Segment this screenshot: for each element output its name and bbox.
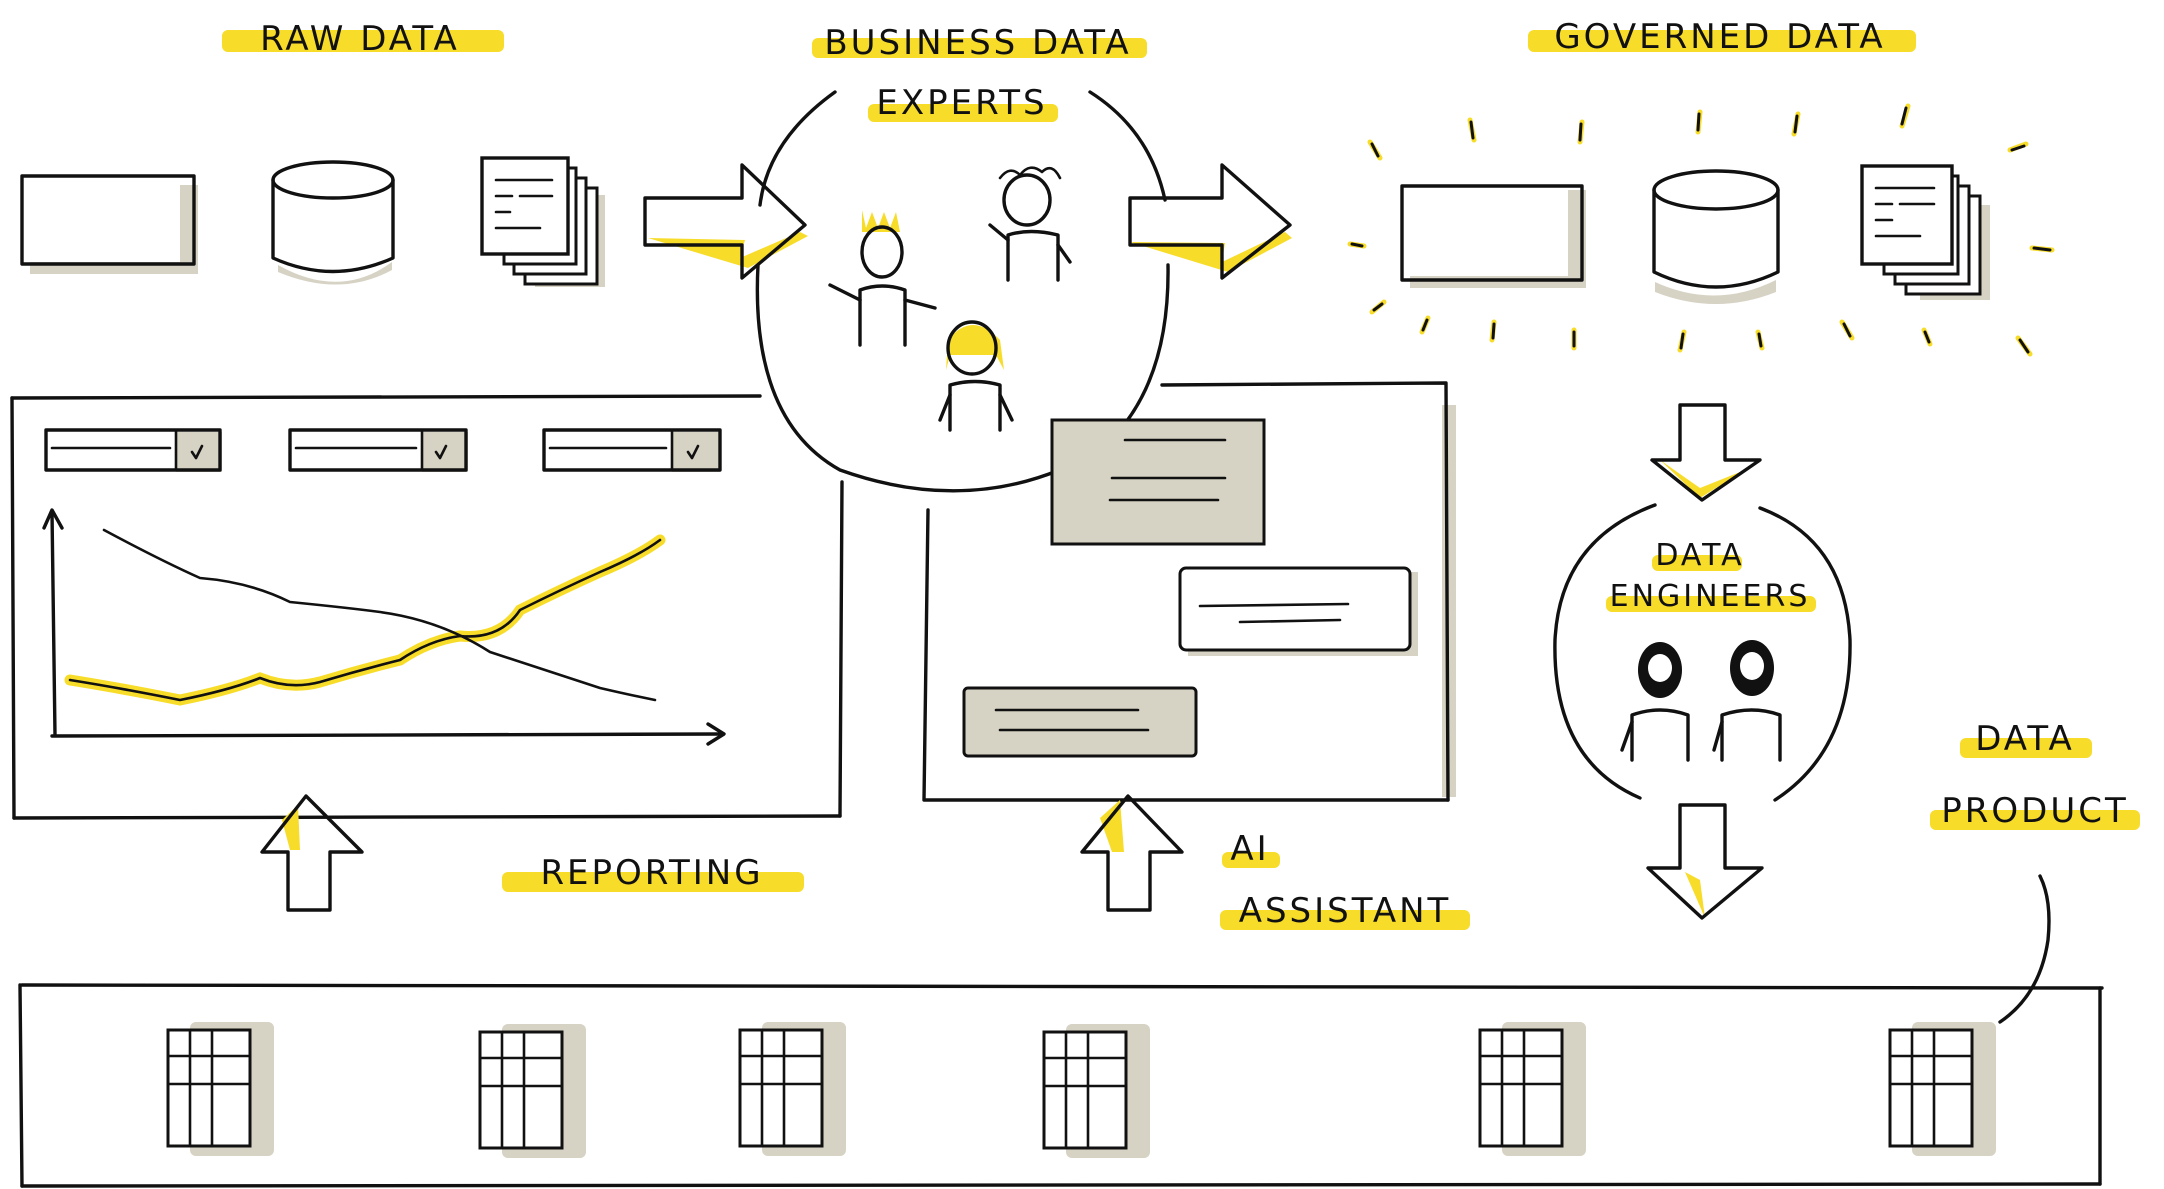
product-table-icon-5: [1478, 1022, 1586, 1156]
chat-bubble-3: [962, 686, 1198, 758]
product-table-icon-2: [478, 1024, 586, 1158]
expert-person-2: [988, 166, 1072, 282]
product-table-icon-6: [1888, 1022, 1996, 1156]
dropdown-filter-1: [44, 428, 222, 472]
engineer-person-1: [1620, 642, 1690, 762]
raw-documents-icon: [480, 156, 605, 287]
reporting-dashboard: [10, 394, 844, 820]
governed-documents-icon: [1860, 164, 1990, 300]
data-product-label-2: PRODUCT: [1941, 791, 2128, 831]
business-data-experts-group: [755, 90, 1170, 493]
governed-sparkle-rays: [1347, 103, 2055, 357]
product-table-icon-1: [166, 1022, 274, 1156]
chart-x-axis: [50, 732, 724, 738]
chart-line-rising: [64, 534, 666, 706]
chart-line-declining: [102, 528, 657, 702]
chart-y-axis: [50, 510, 57, 737]
engineer-person-2: [1712, 640, 1782, 762]
engineers-highlight-1: [1652, 555, 1742, 571]
reporting-highlight: [502, 872, 804, 892]
raw-database-icon: [271, 160, 395, 285]
ai-highlight-2: [1220, 910, 1470, 930]
arrow-experts-to-governed: [1128, 163, 1292, 280]
business-data-experts-label-1: BUSINESS DATA: [824, 23, 1131, 63]
governed-highlight: [1528, 30, 1916, 52]
product-highlight-1: [1960, 738, 2092, 758]
product-highlight-2: [1930, 810, 2140, 830]
data-engineers-label-2: ENGINEERS: [1610, 579, 1811, 614]
data-engineers-group: [1553, 503, 1852, 802]
arrow-engineers-to-product: [1646, 803, 1764, 920]
data-engineers-label-1: DATA: [1655, 538, 1744, 573]
dropdown-filter-2: [288, 428, 468, 472]
bde-highlight-1: [812, 38, 1147, 58]
dropdown-filter-3: [542, 428, 722, 472]
ai-assistant-window: [922, 381, 1456, 802]
bde-highlight-2: [868, 104, 1058, 122]
chat-bubble-1: [1050, 418, 1266, 546]
chat-bubble-2: [1178, 566, 1418, 656]
arrow-raw-to-experts: [643, 163, 808, 280]
ai-assistant-label-2: ASSISTANT: [1239, 891, 1452, 931]
reporting-label: REPORTING: [540, 853, 763, 893]
raw-table-icon: [20, 174, 198, 274]
business-data-experts-label-2: EXPERTS: [876, 83, 1047, 123]
data-product-tables: [166, 1022, 1996, 1158]
governed-data-label: GOVERNED DATA: [1554, 17, 1885, 57]
arrow-to-reporting: [260, 794, 364, 912]
product-table-icon-3: [738, 1022, 846, 1156]
ai-highlight-1: [1222, 852, 1280, 868]
arrow-governed-to-engineers: [1650, 403, 1762, 502]
raw-data-label: RAW DATA: [260, 19, 460, 59]
data-product-pointer: [1998, 874, 2051, 1024]
product-table-icon-4: [1042, 1024, 1150, 1158]
expert-person-3: [938, 320, 1014, 432]
arrow-to-ai-assistant: [1080, 794, 1184, 912]
data-product-bar: [18, 874, 2104, 1188]
raw-data-highlight: [222, 30, 504, 52]
data-product-label-1: DATA: [1975, 719, 2075, 759]
expert-person-1: [828, 210, 937, 347]
engineers-highlight-2: [1606, 596, 1816, 612]
governed-database-icon: [1652, 169, 1780, 304]
ai-assistant-label-1: AI: [1230, 829, 1269, 869]
governed-table-icon: [1400, 184, 1586, 288]
